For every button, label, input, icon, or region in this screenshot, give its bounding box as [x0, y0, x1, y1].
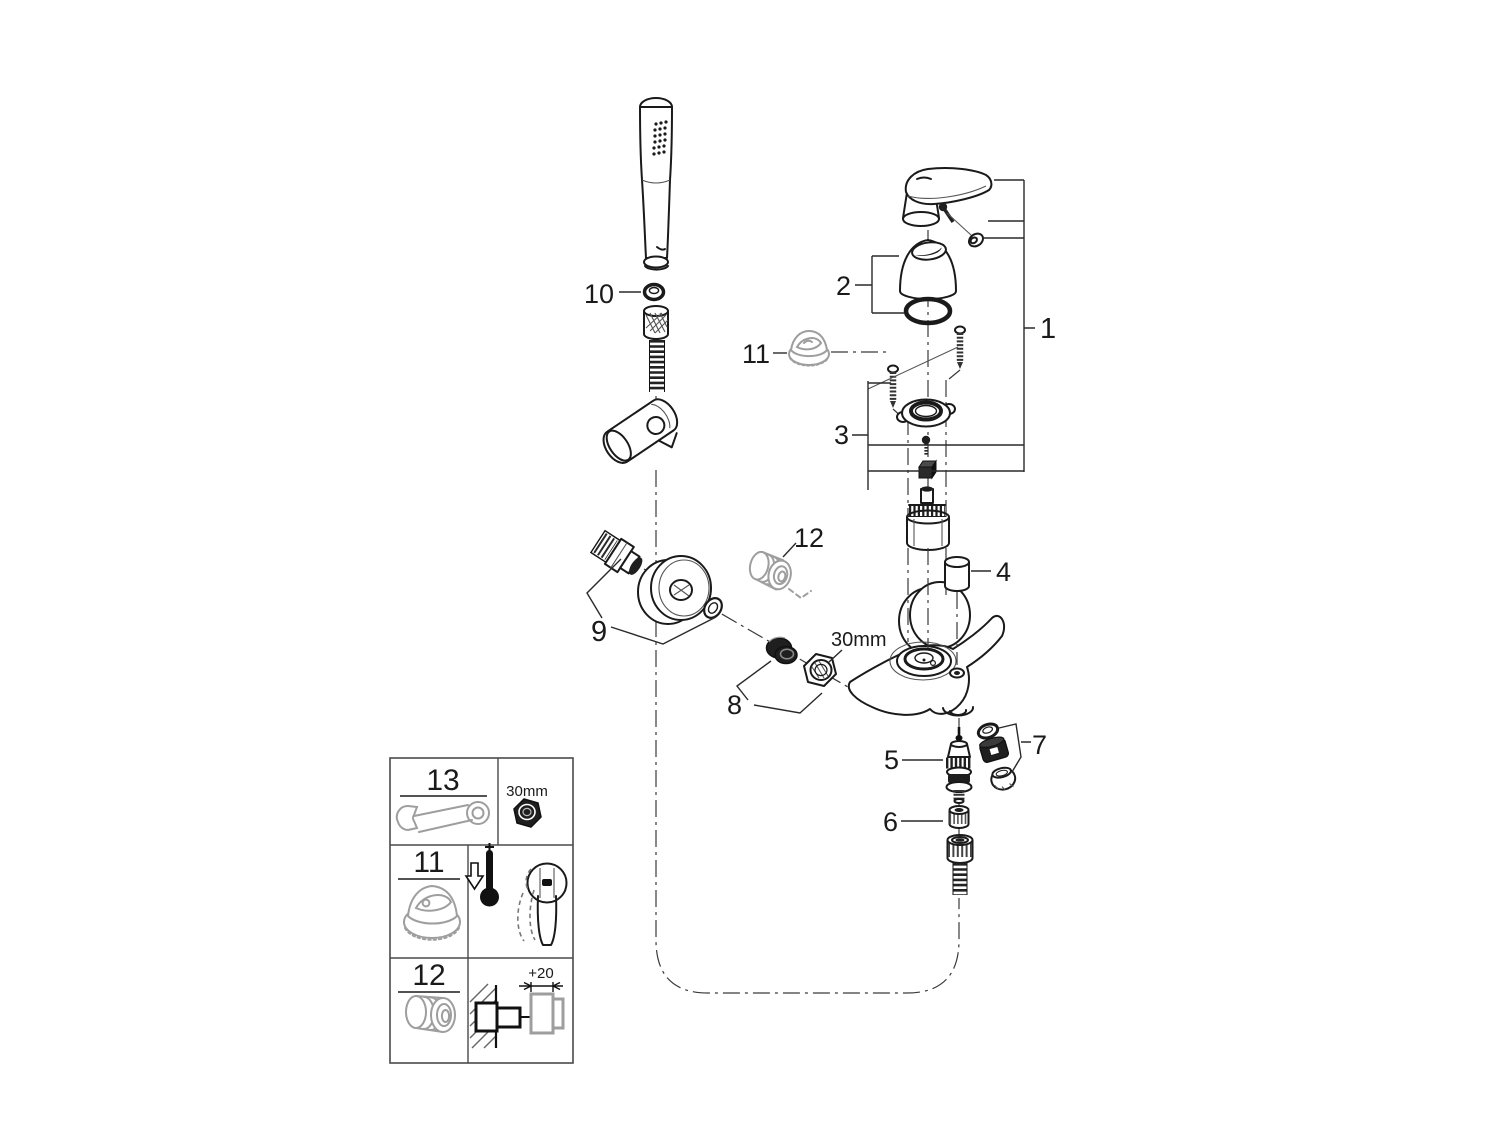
handshower: [639, 97, 673, 271]
escutcheon: [637, 555, 712, 625]
callout-10: 10: [584, 279, 614, 309]
legend-row-11: 11: [398, 843, 568, 946]
thermometer-icon: [480, 843, 499, 907]
legend-tool-size: 30mm: [506, 783, 548, 800]
shower-hose-upper: [649, 340, 665, 392]
dome-cap: [899, 239, 957, 300]
callout-9: 9: [591, 616, 607, 648]
callout-brackets: [586, 179, 1035, 822]
extension-12: [748, 550, 792, 591]
nut-size-label: 30mm: [831, 629, 887, 651]
legend-num-11: 11: [413, 846, 444, 879]
cartridge-nut: [918, 459, 937, 480]
cartridge: [906, 486, 950, 551]
seal-sleeve-7: [979, 736, 1010, 763]
cap-icon: [403, 885, 461, 941]
callout-labels: 1 2 3 4 5 6 7 8 9 10 11 12 30mm: [584, 271, 1056, 837]
bracket-8: [736, 660, 823, 714]
plug-4: [944, 556, 970, 592]
flange-ring: [896, 398, 956, 428]
callout-4: 4: [996, 557, 1011, 587]
ring-cup-7: [990, 766, 1017, 791]
callout-5: 5: [884, 745, 899, 775]
legend-num-12: 12: [412, 959, 445, 992]
o-ring-10: [642, 282, 666, 302]
hose-connector: [946, 834, 974, 895]
bracket-7: [998, 723, 1031, 773]
mounting-screw-right: [954, 325, 966, 369]
nut-6: [948, 805, 970, 829]
callout-3: 3: [834, 420, 849, 450]
callout-8: 8: [727, 690, 742, 720]
legend-table: 13 30mm 11: [389, 757, 574, 1064]
callout-6: 6: [883, 807, 898, 837]
hose-path-centerline: [655, 470, 960, 994]
callout-1: 1: [1040, 313, 1056, 345]
legend-row-13: 13 30mm: [395, 764, 548, 833]
cartridge-screw: [921, 435, 931, 456]
handle-plug: [968, 232, 984, 248]
hex-nut-8: [803, 653, 837, 687]
seal-cone-8: [765, 636, 798, 665]
o-ring-2: [903, 296, 953, 326]
washer-9: [703, 597, 723, 619]
callout-12: 12: [794, 523, 824, 553]
legend-row-12: 12: [398, 959, 565, 1049]
handle-front-icon: [517, 862, 568, 946]
mounting-screw-left: [887, 364, 899, 408]
handle-set-screw: [938, 202, 972, 236]
diverter-5: [945, 727, 973, 804]
screw-link-line: [867, 346, 959, 390]
lever-handle: [902, 166, 993, 227]
shower-holder: [602, 398, 679, 464]
legend-num-13: 13: [426, 764, 459, 797]
wrench-icon: [395, 801, 490, 833]
hex-nut-icon: [513, 798, 542, 828]
callout-7: 7: [1032, 730, 1047, 760]
wall-install-diagram: +20: [469, 965, 565, 1049]
leader-30mm: [828, 649, 843, 663]
bracket-3: [852, 381, 891, 490]
o-ring-7: [976, 722, 1000, 740]
spray-dots: [652, 120, 668, 156]
arrow-down-icon: [464, 862, 485, 891]
bracket-9: [586, 558, 717, 645]
leader-12: [782, 542, 797, 558]
bracket-2: [855, 255, 904, 314]
bracket-1: [868, 179, 1035, 472]
shower-hose-nut: [643, 305, 669, 340]
offset-label: +20: [528, 965, 553, 982]
temperature-limiter-cap: [788, 330, 830, 367]
extension-icon: [405, 995, 456, 1033]
wall-union: [589, 529, 643, 575]
extension-ghost-line: [788, 588, 812, 600]
faucet-body: [847, 581, 1006, 717]
callout-11: 11: [742, 339, 770, 369]
callout-2: 2: [836, 271, 851, 301]
